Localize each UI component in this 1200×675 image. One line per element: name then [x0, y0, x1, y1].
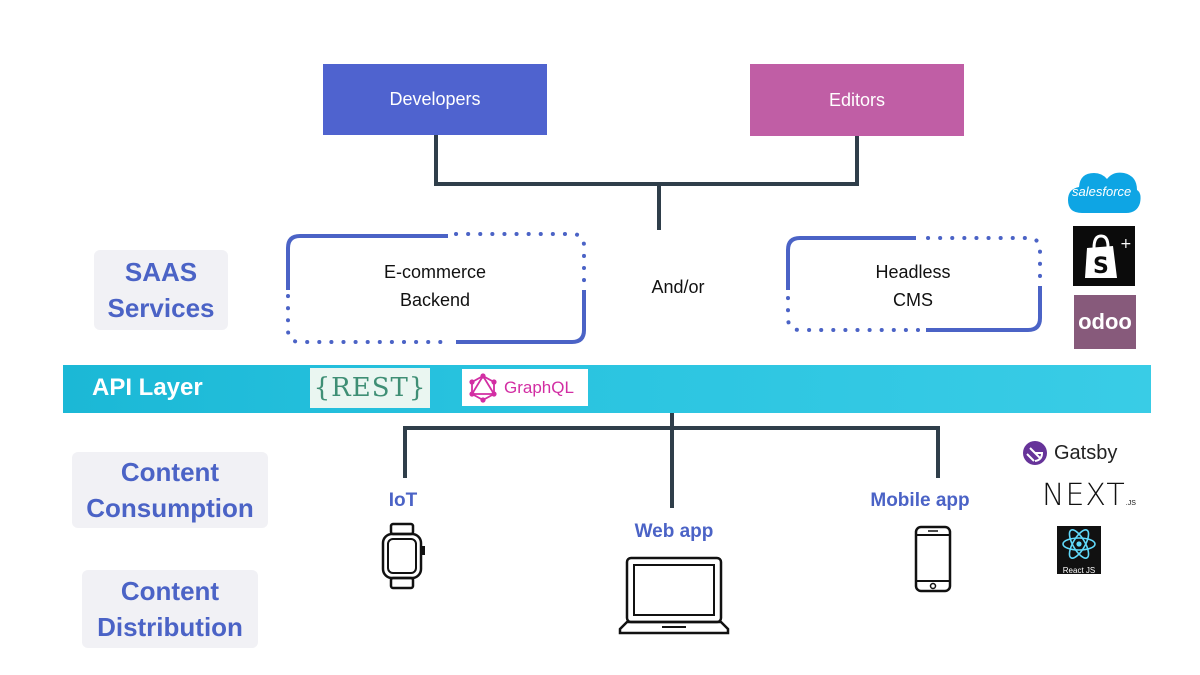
react-logo: React JS: [1057, 526, 1101, 575]
odoo-logo: odoo: [1074, 295, 1136, 349]
react-atom-icon: [1062, 529, 1096, 559]
api-layer-band: [63, 365, 1151, 413]
developers-box: Developers: [323, 64, 547, 135]
shopify-bag-icon: S +: [1085, 234, 1132, 279]
iot-label: IoT: [388, 490, 418, 511]
devices-connector: [403, 426, 940, 478]
headless-cms-text: Headless CMS: [875, 262, 951, 310]
content-distribution-label: Content Distribution: [82, 570, 258, 648]
gatsby-logo: Gatsby: [1022, 440, 1117, 466]
ecommerce-frame-solid: [286, 234, 448, 290]
smartphone-icon: [914, 525, 952, 593]
developers-label: Developers: [389, 89, 481, 109]
ecommerce-backend-text: E-commerce Backend: [383, 262, 486, 310]
salesforce-cloud-icon: [1068, 172, 1141, 213]
roles-connector: [434, 134, 859, 186]
svg-text:S: S: [1093, 254, 1109, 279]
cms-frame-solid: [786, 236, 916, 290]
saas-services-label: SAAS Services: [94, 250, 228, 330]
content-consumption-label: Content Consumption: [72, 452, 268, 528]
web-app-label: Web app: [634, 521, 714, 542]
api-layer-label: API Layer: [92, 374, 203, 401]
rest-badge: {REST}: [310, 368, 430, 408]
ecommerce-frame-solid-2: [456, 290, 586, 344]
graphql-icon: [469, 372, 497, 403]
svg-text:+: +: [1120, 236, 1132, 252]
smartwatch-icon: [381, 522, 425, 590]
mobile-app-label: Mobile app: [870, 490, 970, 511]
laptop-icon: [618, 556, 730, 635]
shopify-logo: S +: [1073, 226, 1135, 286]
gatsby-icon: [1023, 441, 1047, 465]
cms-frame-dotted: [926, 236, 1042, 282]
graphql-badge: GraphQL: [462, 369, 588, 406]
cms-frame-solid-2: [926, 286, 1042, 332]
salesforce-logo: salesforce: [1064, 163, 1142, 221]
and-or-label: And/or: [651, 277, 705, 297]
nextjs-logo: NEXT .JS: [1042, 478, 1136, 513]
editors-label: Editors: [828, 89, 886, 110]
editors-box: Editors: [750, 64, 964, 136]
